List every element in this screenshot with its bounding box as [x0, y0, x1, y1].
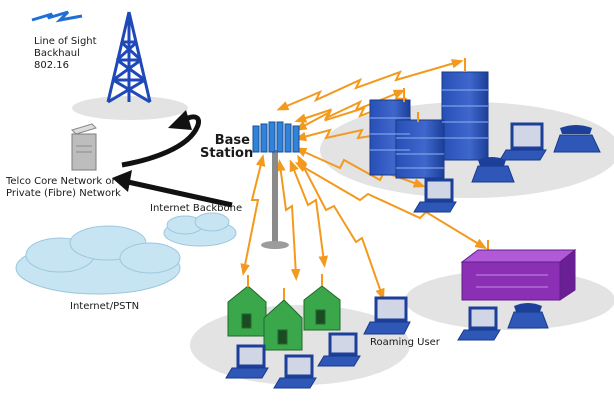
los-backhaul-label: Line of Sight Backhaul 802.16	[34, 36, 97, 71]
wireless-links	[240, 59, 488, 301]
office-buildings	[369, 71, 489, 179]
internet-pstn-label: Internet/PSTN	[70, 301, 140, 312]
house-antennas	[247, 274, 323, 300]
base-station-label: Base Station	[200, 133, 254, 161]
residential-houses	[227, 285, 341, 351]
cloud-internet-backbone	[163, 212, 237, 247]
telco-arrows	[121, 114, 233, 208]
office-computer-icon-2	[413, 178, 457, 213]
server-icon	[71, 123, 97, 171]
base-station-icon	[252, 121, 300, 249]
backhaul-tower-icon	[106, 11, 152, 104]
office-phone-icon-2	[471, 157, 515, 183]
office-computer-icon	[499, 122, 547, 161]
purple-building	[460, 248, 577, 301]
home-laptop-icons	[225, 332, 361, 389]
purple-computer-icon	[457, 306, 501, 341]
lightning-bolt-icon	[31, 10, 83, 23]
arrow-to-tower-head	[168, 110, 192, 130]
roaming-laptop-icon	[363, 296, 411, 335]
cloud-internet-pstn	[15, 225, 181, 295]
telco-core-label: Telco Core Network or Private (Fibre) Ne…	[6, 176, 121, 199]
roaming-user-label: Roaming User	[370, 337, 440, 348]
purple-phone-icon	[507, 303, 549, 329]
arrow-to-server-head	[112, 170, 132, 192]
internet-backbone-label: Internet Backbone	[150, 203, 243, 214]
office-phone-icon	[553, 125, 601, 153]
